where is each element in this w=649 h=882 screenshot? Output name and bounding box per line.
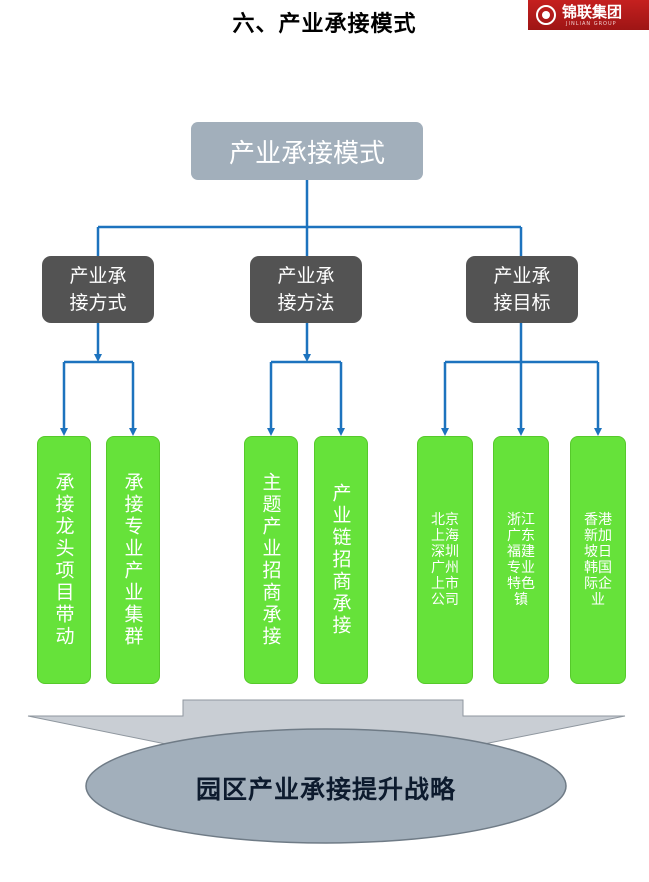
leaf-node: 北京上海深圳广州上市公司 — [417, 436, 473, 684]
logo-emblem-icon — [536, 5, 556, 25]
leaf-label: 浙江广东福建专业特色镇 — [507, 512, 535, 608]
leaf-label: 北京上海深圳广州上市公司 — [431, 512, 459, 608]
leaf-node: 产业链招商承接 — [314, 436, 368, 684]
category-node-target: 产业承 接目标 — [466, 256, 578, 323]
category-node-method: 产业承 接方式 — [42, 256, 154, 323]
leaf-node: 主题产业招商承接 — [244, 436, 298, 684]
leaf-label: 香港新加坡日韩国际企业 — [584, 512, 612, 608]
root-node: 产业承接模式 — [191, 122, 423, 180]
logo-text: 锦联集团 — [562, 2, 623, 21]
company-logo: 锦联集团 JINLIAN GROUP — [528, 0, 649, 30]
logo-subtext: JINLIAN GROUP — [566, 21, 617, 27]
strategy-label: 园区产业承接提升战略 — [195, 775, 456, 804]
strategy-ellipse — [85, 728, 567, 844]
leaf-node: 承接专业产业集群 — [106, 436, 160, 684]
page-title: 六、产业承接模式 — [232, 12, 417, 37]
leaf-node: 承接龙头项目带动 — [37, 436, 91, 684]
category-node-approach: 产业承 接方法 — [250, 256, 362, 323]
leaf-node: 浙江广东福建专业特色镇 — [493, 436, 549, 684]
leaf-node: 香港新加坡日韩国际企业 — [570, 436, 626, 684]
